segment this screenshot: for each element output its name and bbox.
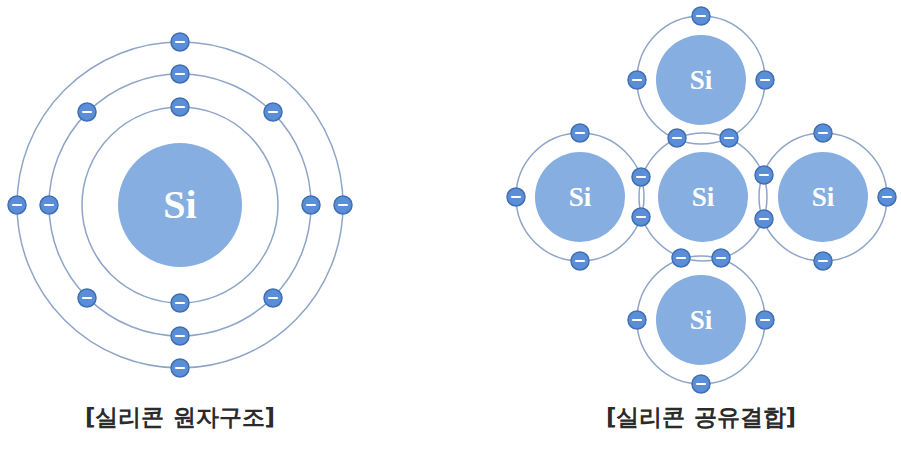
nucleus-circle: Si [535, 152, 625, 242]
element-symbol: Si [692, 184, 715, 211]
element-symbol: Si [812, 184, 835, 211]
nucleus-circle: Si [778, 152, 868, 242]
orbit-rings [17, 16, 887, 384]
figure-caption: [실리콘 공유결합] [606, 404, 796, 432]
nucleus-circle: Si [658, 152, 748, 242]
nucleus-circle: Si [656, 35, 746, 125]
nucleus-circle: Si [656, 275, 746, 365]
figure-caption: [실리콘 원자구조] [85, 404, 275, 432]
electrons [8, 7, 896, 393]
element-symbol: Si [163, 185, 196, 225]
nucleus-circle: Si [118, 143, 242, 267]
element-symbol: Si [569, 184, 592, 211]
element-symbol: Si [690, 67, 713, 94]
element-symbol: Si [690, 307, 713, 334]
